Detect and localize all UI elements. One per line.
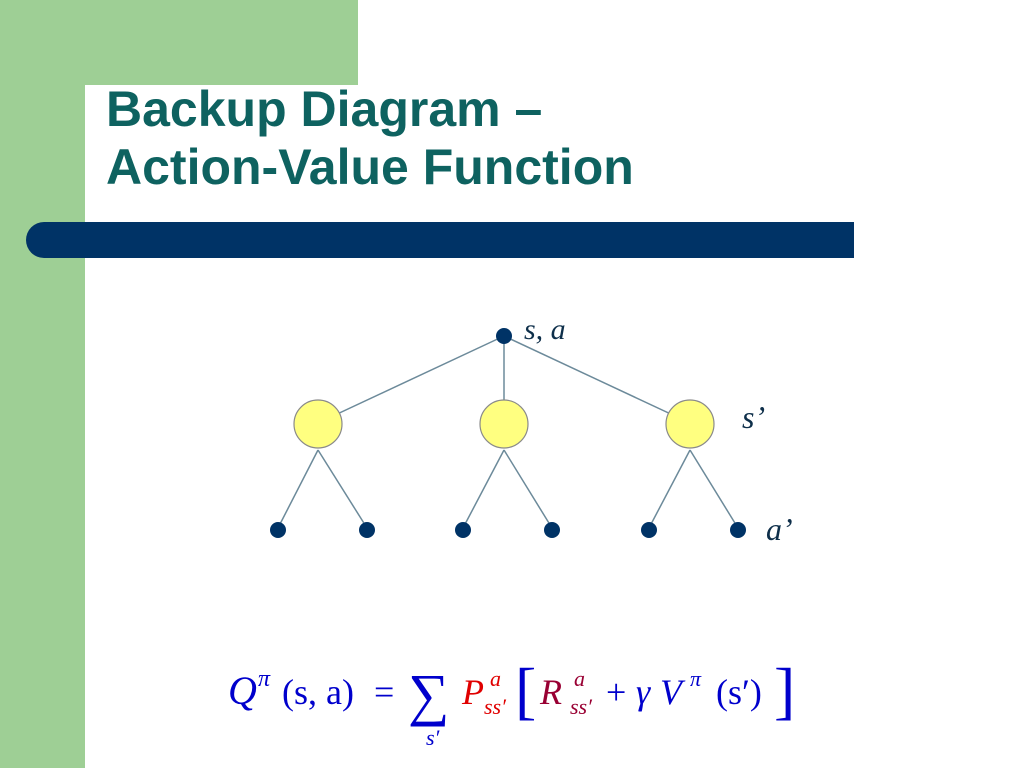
edge-left-a2 (317, 449, 368, 529)
formula-r: R (539, 672, 562, 712)
diagram-edges (277, 335, 739, 529)
edge-middle-a4 (503, 449, 553, 529)
action-node-4 (544, 522, 560, 538)
title-divider-bar (26, 222, 854, 258)
content-panel (85, 85, 1024, 768)
edge-right-a5 (648, 449, 691, 529)
green-side-band (0, 0, 85, 768)
formula-q-pi: π (258, 666, 271, 692)
state-label: s’ (742, 399, 765, 435)
edge-root-left (317, 335, 505, 424)
action-node-2 (359, 522, 375, 538)
action-node-5 (641, 522, 657, 538)
state-node-middle (479, 399, 529, 449)
bellman-formula: Q π (s, a) = ∑ s′ P a ss′ [ R a ss′ + γ … (228, 655, 795, 750)
formula-p: P (461, 672, 484, 712)
formula-r-sub: ss′ (570, 694, 593, 719)
formula-bracket-right: ] (774, 655, 795, 726)
formula-sum: ∑ (408, 662, 449, 727)
formula-p-sub: ss′ (484, 694, 507, 719)
slide-title: Backup Diagram – Action-Value Function (106, 80, 634, 196)
root-label: s, a (524, 313, 566, 346)
formula-equals: = (374, 672, 394, 712)
state-node-left (293, 399, 343, 449)
title-line-1: Backup Diagram – (106, 81, 543, 137)
edge-root-right (503, 335, 691, 424)
formula-v: V (660, 672, 686, 712)
action-label: a’ (766, 511, 793, 547)
formula-v-sup: π (690, 666, 702, 691)
action-node-3 (455, 522, 471, 538)
formula-gamma: γ (636, 672, 651, 712)
action-node-1 (270, 522, 286, 538)
state-node-right (665, 399, 715, 449)
formula-bracket-left: [ (515, 655, 536, 726)
action-node-6 (730, 522, 746, 538)
edge-middle-a3 (462, 449, 505, 529)
formula-plus: + (606, 672, 626, 712)
formula-v-args: (s′) (716, 672, 762, 712)
formula-sum-sub: s′ (426, 725, 441, 750)
title-line-2: Action-Value Function (106, 139, 634, 195)
edge-left-a1 (277, 449, 319, 529)
formula-r-sup: a (574, 666, 585, 691)
formula-q: Q (228, 668, 257, 713)
formula-args: (s, a) (282, 672, 354, 712)
root-action-node (496, 328, 512, 344)
edge-right-a6 (689, 449, 739, 529)
formula-p-sup: a (490, 666, 501, 691)
